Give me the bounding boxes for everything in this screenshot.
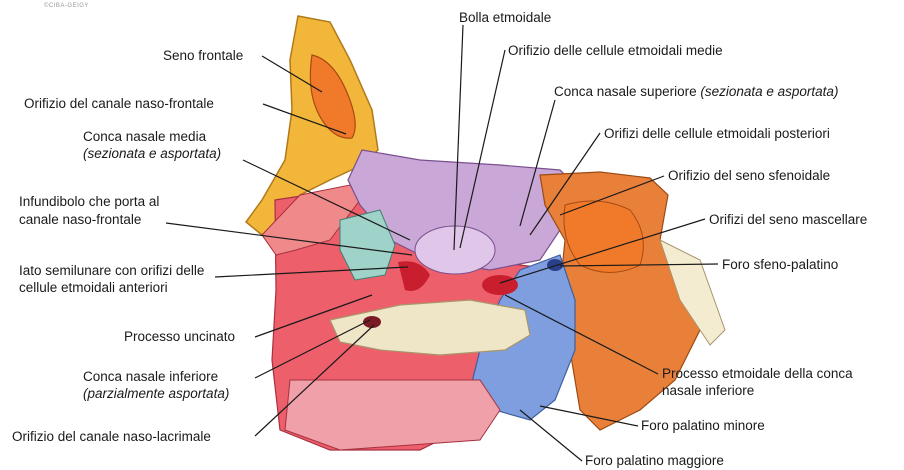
label-bolla-etmoidale: Bolla etmoidale: [459, 9, 551, 26]
label-foro-palatino-maggiore: Foro palatino maggiore: [585, 452, 724, 469]
label-foro-palatino-minore: Foro palatino minore: [641, 417, 765, 434]
label-orifizi-seno-mascellare: Orifizi del seno mascellare: [709, 211, 867, 228]
label-foro-sfeno-palatino: Foro sfeno-palatino: [722, 256, 838, 273]
label-processo-uncinato: Processo uncinato: [124, 328, 235, 345]
label-conca-inferiore: Conca nasale inferiore: [83, 368, 218, 385]
label-orifizio-cellule-medie: Orifizio delle cellule etmoidali medie: [508, 42, 723, 59]
label-infundibolo-1: Infundibolo che porta al: [19, 193, 159, 210]
label-processo-etmoidale-1: Processo etmoidale della conca: [662, 365, 853, 382]
label-orifizi-cellule-posteriori: Orifizi delle cellule etmoidali posterio…: [604, 125, 830, 142]
label-iato-2: cellule etmoidali anteriori: [19, 279, 168, 296]
maxillary-sinus-ostium: [482, 275, 518, 295]
sphenopalatine-foramen: [547, 259, 563, 271]
label-conca-inferiore-note: (parzialmente asportata): [83, 385, 229, 402]
label-orifizio-naso-frontale: Orifizio del canale naso-frontale: [24, 95, 214, 112]
label-conca-media: Conca nasale media: [83, 128, 206, 145]
label-orifizio-naso-lacrimale: Orifizio del canale naso-lacrimale: [12, 428, 211, 445]
label-iato-1: Iato semilunare con orifizi delle: [19, 262, 204, 279]
label-conca-media-note: (sezionata e asportata): [83, 145, 221, 162]
label-conca-superiore: Conca nasale superiore (sezionata e aspo…: [554, 83, 838, 100]
label-seno-frontale: Seno frontale: [163, 47, 243, 64]
hard-palate: [285, 380, 500, 450]
label-processo-etmoidale-2: nasale inferiore: [662, 382, 754, 399]
label-infundibolo-2: canale naso-frontale: [19, 211, 141, 228]
label-orifizio-seno-sfenoidale: Orifizio del seno sfenoidale: [668, 167, 830, 184]
